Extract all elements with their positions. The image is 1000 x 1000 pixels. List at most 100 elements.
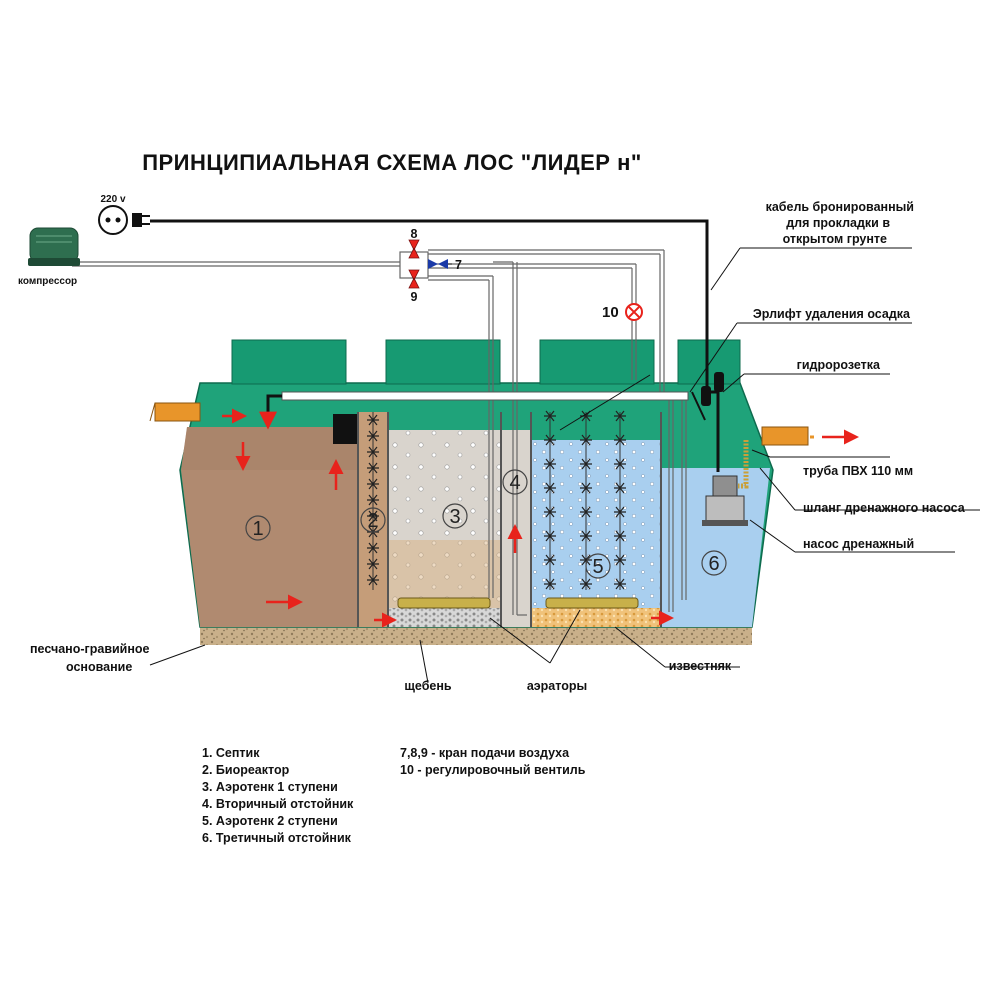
brush-star [544,410,556,422]
chamber-number: 1 [252,518,263,540]
brush-star [614,458,626,470]
cable-callout-2: для прокладки в [786,216,890,230]
aerator-2 [545,597,639,609]
valve-10-label: 10 [602,304,619,321]
power-socket [98,205,150,235]
base-callout-2: основание [66,660,132,674]
callout-lines [149,247,980,684]
aerators-callout: аэраторы [527,679,587,693]
compressor-label: компрессор [18,276,77,287]
chamber-number-circle [360,507,386,533]
brush-star [544,506,556,518]
brush-star [580,554,592,566]
gravel-callout: щебень [404,679,452,693]
brush-star [367,462,379,474]
legend-item: 4. Вторичный отстойник [202,797,354,811]
valve-7-label: 7 [455,258,462,272]
air-pipes [72,249,687,616]
chamber-number-circle [245,515,271,541]
chamber-number-circle [585,553,611,579]
brush-star [367,574,379,586]
legend-chambers: 1. Септик 2. Биореактор 3. Аэротенк 1 ст… [202,745,353,847]
legend-item: 5. Аэротенк 2 ступени [202,814,338,828]
aerator-1 [397,597,491,609]
chamber-number: 3 [449,506,460,528]
brush-star [367,510,379,522]
brush-star [367,558,379,570]
valve-8[interactable] [408,239,420,259]
brush-star [367,414,379,426]
brush-star [614,410,626,422]
brush-star [544,578,556,590]
chamber-number: 5 [592,556,603,578]
cable-callout-1: кабель бронированный [766,200,914,214]
base-callout-1: песчано-гравийное [30,642,150,656]
hydro-socket [701,386,711,406]
diagram-title: ПРИНЦИПИАЛЬНАЯ СХЕМА ЛОС "ЛИДЕР н" [142,150,642,175]
brush-star [614,578,626,590]
legend-item: 2. Биореактор [202,763,290,777]
legend-item: 6. Третичный отстойник [202,831,351,845]
airlift-callout: Эрлифт удаления осадка [753,307,911,321]
drain-hose [738,440,749,489]
chamber-numbers: 1 2 3 4 5 6 [245,469,727,579]
compressor [28,227,80,266]
brush-star [544,530,556,542]
manhole-lid-3 [539,339,655,385]
chamber-number-circle [442,503,468,529]
brush-star [367,430,379,442]
brush-star [580,506,592,518]
overflow-box [333,414,357,444]
chamber-number-circle [502,469,528,495]
valve-7[interactable] [428,259,448,269]
legend-item: 3. Аэротенк 1 ступени [202,780,338,794]
brush-star [580,482,592,494]
brush-star [544,482,556,494]
brush-star [544,458,556,470]
brush-star [580,434,592,446]
brush-star [580,530,592,542]
collector-pipe [281,391,689,401]
brush-star [544,434,556,446]
brush-star [544,554,556,566]
brush-star [614,434,626,446]
legend-valves: 7,8,9 - кран подачи воздуха 10 - регулир… [400,745,585,779]
pipe-callout: труба ПВХ 110 мм [803,464,913,478]
legend-item: 10 - регулировочный вентиль [400,763,586,777]
chamber-septic [181,427,357,627]
valve-9-label: 9 [411,290,418,304]
manhole-lid-2 [385,339,501,385]
biofilm-brush-stars [367,410,626,590]
hose-callout: шланг дренажного насоса [803,501,966,515]
chamber-number: 4 [509,472,520,494]
brush-star [367,542,379,554]
brush-star [614,554,626,566]
chamber-number: 6 [708,553,719,575]
brush-star [614,482,626,494]
brush-star [580,578,592,590]
brush-star [367,478,379,490]
flow-arrows [222,408,859,628]
legend-item: 7,8,9 - кран подачи воздуха [400,746,570,760]
chamber-number: 2 [367,510,378,532]
pump-callout: насос дренажный [803,537,914,551]
limestone-callout: известняк [669,659,732,673]
valve-9[interactable] [408,269,420,289]
manhole-lid-4 [677,339,741,385]
outlet-pipe [761,426,809,446]
legend-item: 1. Септик [202,746,260,760]
brush-star [367,446,379,458]
brush-star [614,530,626,542]
valve-10[interactable] [625,303,643,321]
manhole-lid-1 [231,339,347,385]
hydro-socket-callout: гидророзетка [797,358,881,372]
gravel-fill [389,608,500,627]
cable-callout-3: открытом грунте [783,232,887,246]
brush-star [614,506,626,518]
brush-star [367,494,379,506]
valve-8-label: 8 [411,227,418,241]
brush-star [580,458,592,470]
limestone-fill [532,608,660,627]
drainage-pump [702,475,748,526]
